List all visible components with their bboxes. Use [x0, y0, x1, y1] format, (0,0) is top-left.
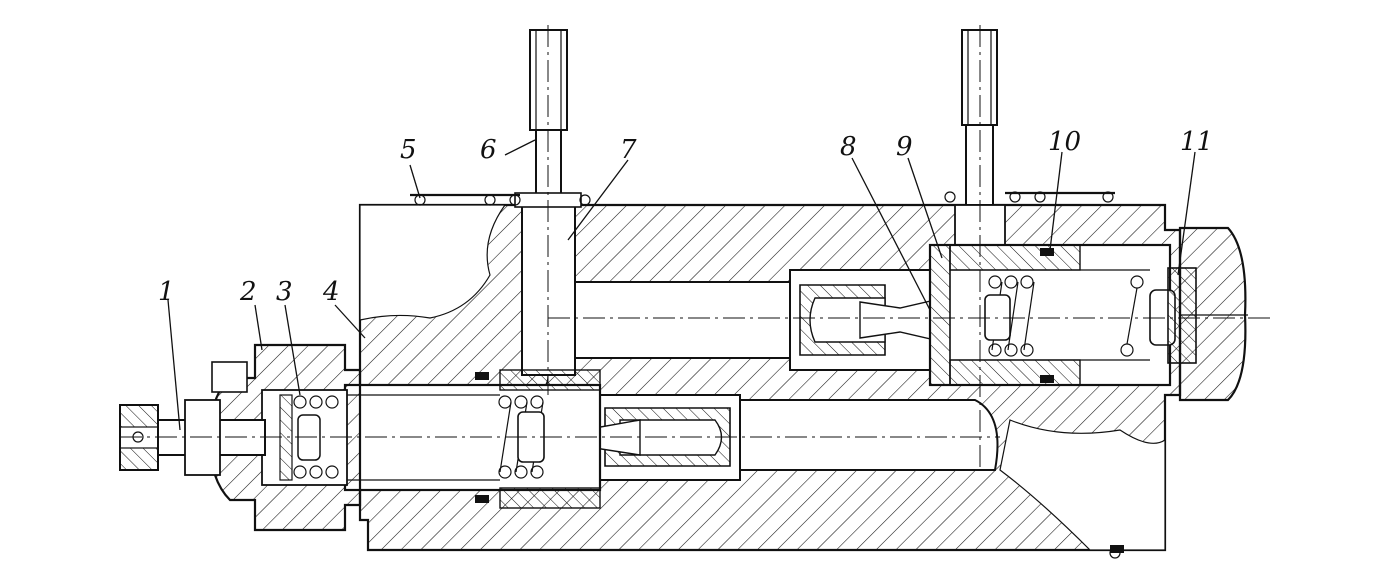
cover-plates: [410, 191, 1121, 559]
callout-3: 3: [276, 277, 293, 307]
callout-6: 6: [480, 135, 497, 165]
callout-4: 4: [322, 277, 340, 307]
callout-1: 1: [158, 277, 175, 307]
end-plug-nut: [1178, 226, 1248, 402]
callout-10: 10: [1048, 127, 1081, 157]
callout-9: 9: [896, 132, 913, 162]
cap-spring: [279, 394, 339, 481]
callout-7: 7: [620, 135, 637, 165]
leader-lines: [167, 139, 1196, 431]
upper-bore: [546, 269, 936, 371]
adjusting-cap: [208, 343, 362, 532]
lower-spring-chamber: [343, 369, 602, 509]
callout-2: 2: [239, 277, 257, 307]
callout-8: 8: [840, 132, 857, 162]
upper-spring-chamber: [928, 243, 1197, 387]
callout-11: 11: [1180, 127, 1213, 157]
callout-numbers: 1 2 3 4 5 6 7 8 9 10 11: [158, 127, 1213, 307]
centre-lines: [120, 25, 1270, 470]
callout-5: 5: [400, 135, 417, 165]
